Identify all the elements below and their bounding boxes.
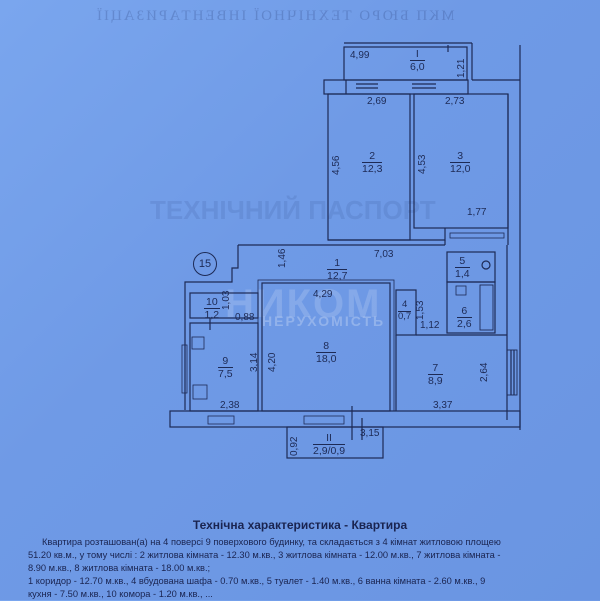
room-2-area: 12,3 [362,163,383,176]
floor-plan-drawing [169,42,521,459]
room-3-label: 3 12,0 [450,150,471,176]
room-4-area: 0,7 [398,310,412,322]
technical-characteristics: Технічна характеристика - Квартира Кварт… [0,518,600,601]
section-title: Технічна характеристика - Квартира [192,518,408,532]
room-9-label: 9 7,5 [218,355,233,380]
room-10-area: 1,2 [204,309,220,322]
balcony-2-label: II 2,9/0,9 [313,432,346,458]
description-line-2: 51.20 кв.м., у тому числі : 2 житлова кі… [28,550,501,560]
dim-room4-width: 1,12 [420,320,440,331]
room-6-area: 2,6 [457,318,472,331]
balcony-1-id: I [410,48,425,62]
room-9-area: 7,5 [218,368,233,381]
dim-room9-width: 2,38 [220,400,240,411]
description-line-3: 8.90 м.кв., 8 житлова кімната - 18.00 м.… [28,563,211,573]
dim-room3-notch: 1,77 [467,207,487,218]
room-4-label: 4 0,7 [398,299,412,323]
room-1-number: 1 [327,257,348,271]
dim-balcony2-left: 0,92 [289,436,300,456]
description-line-4: 1 коридор - 12.70 м.кв., 4 вбудована шаф… [28,576,486,586]
description-text: Квартира розташован(а) на 4 поверсі 9 по… [0,536,600,601]
balcony-2-id: II [313,432,346,446]
room-3-number: 3 [450,150,471,164]
room-5-area: 1,4 [455,268,470,281]
room-6-number: 6 [457,305,472,319]
dim-room8-width: 4,29 [313,289,333,300]
dim-room10-height: 1,03 [221,290,232,310]
room-5-number: 5 [455,255,470,269]
dim-balcony2-right: 3,15 [360,428,380,439]
dim-room2-width: 2,69 [367,96,387,107]
apartment-number-marker: 15 [193,252,217,276]
balcony-1-label: I 6,0 [410,48,425,73]
dim-room2-height: 4,56 [331,155,342,175]
dim-room7-height: 2,64 [479,362,490,382]
dim-balcony1-right: 1,21 [456,58,467,78]
dim-room3-height: 4,53 [417,154,428,174]
description-line-1: Квартира розташован(а) на 4 поверсі 9 по… [42,537,501,547]
room-4-number: 4 [398,299,412,312]
room-1-label: 1 12,7 [327,257,348,283]
room-3-area: 12,0 [450,163,471,176]
dim-corridor-length: 7,03 [374,249,394,260]
room-2-label: 2 12,3 [362,150,383,176]
room-10-number: 10 [204,296,220,310]
balcony-2-area: 2,9/0,9 [313,445,346,458]
room-8-number: 8 [316,340,337,354]
room-5-label: 5 1,4 [455,255,470,280]
room-7-area: 8,9 [428,375,443,388]
room-9-number: 9 [218,355,233,369]
room-6-label: 6 2,6 [457,305,472,330]
dim-balcony1-left: 4,99 [350,50,370,61]
dim-room8-height: 4,20 [267,352,278,372]
balcony-1-area: 6,0 [410,61,425,74]
room-2-number: 2 [362,150,383,164]
dim-room3-width: 2,73 [445,96,465,107]
dim-room7-width: 3,37 [433,400,453,411]
room-1-area: 12,7 [327,270,348,283]
dim-room4-height: 1,53 [415,300,426,320]
room-7-number: 7 [428,362,443,376]
room-7-label: 7 8,9 [428,362,443,387]
room-8-label: 8 18,0 [316,340,337,366]
description-line-5: кухня - 7.50 м.кв., 10 комора - 1.20 м.к… [28,589,213,599]
dim-room9-height: 3,14 [249,352,260,372]
dim-room10-width: 0,88 [235,312,255,323]
room-10-label: 10 1,2 [204,296,220,321]
dim-corridor-width: 1,46 [277,248,288,268]
room-8-area: 18,0 [316,353,337,366]
